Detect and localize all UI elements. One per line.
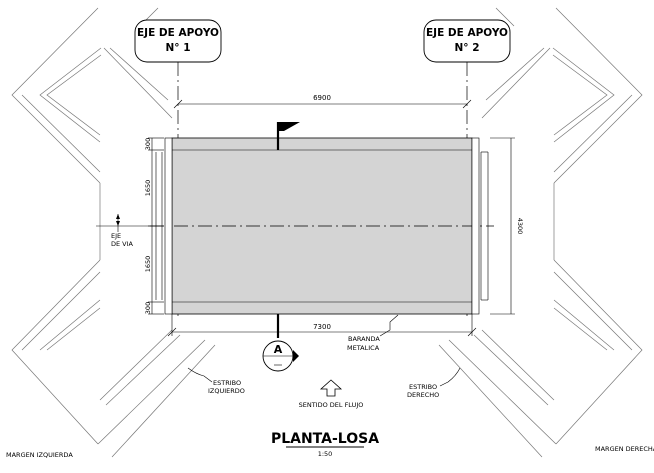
support-axis-1-label: EJE DE APOYO: [137, 27, 219, 39]
flow-direction: SENTIDO DEL FLUJO: [299, 379, 364, 409]
left-abutment-callout: ESTRIBO IZQUIERDO: [187, 367, 245, 395]
road-axis-label-2: DE VIA: [111, 240, 134, 248]
bottom-span-value: 7300: [313, 323, 331, 331]
right-abutment-label-2: DERECHO: [407, 391, 439, 399]
support-axis-1-number: N° 1: [166, 42, 191, 54]
right-dimension: 4300: [490, 137, 524, 315]
left-dim-3: 1650: [144, 256, 152, 273]
top-dimension: 6900: [173, 94, 472, 109]
drawing-title: PLANTA-LOSA 1:50: [271, 431, 379, 458]
left-abutment-label-1: ESTRIBO: [213, 379, 241, 387]
support-axis-2-label: EJE DE APOYO: [426, 27, 508, 39]
section-cut-a: A: [262, 314, 299, 372]
left-abutment-wings: [11, 7, 216, 458]
title-scale: 1:50: [318, 450, 333, 458]
support-axis-2-number: N° 2: [455, 42, 480, 54]
railing-label-2: METALICA: [347, 344, 380, 352]
flow-label: SENTIDO DEL FLUJO: [299, 401, 364, 409]
road-axis-marker: EJE DE VIA: [96, 214, 150, 248]
right-abutment-label-1: ESTRIBO: [409, 383, 437, 391]
section-label: A: [274, 343, 283, 356]
right-abutment-wings: [438, 7, 643, 458]
slab: [150, 137, 494, 315]
bank-left-label: MARGEN IZQUIERDA: [6, 451, 73, 459]
railing-label-1: BARANDA: [348, 335, 380, 343]
road-axis-label-1: EJE: [111, 232, 121, 240]
right-abutment-callout: ESTRIBO DERECHO: [407, 367, 461, 399]
left-dim-2: 1650: [144, 180, 152, 197]
left-dim-4: 300: [144, 302, 152, 314]
railing-callout: BARANDA METALICA: [347, 314, 399, 352]
top-span-value: 6900: [313, 94, 331, 102]
title-main: PLANTA-LOSA: [271, 431, 379, 447]
left-dimension-chain: 300 1650 1650 300: [144, 137, 164, 315]
bank-right-label: MARGEN DERECHA: [595, 445, 654, 453]
bottom-dimension: 7300: [167, 314, 477, 337]
flag-icon: [276, 122, 300, 150]
right-width-value: 4300: [516, 218, 524, 235]
flow-arrow-icon: [319, 379, 343, 397]
left-dim-1: 300: [144, 138, 152, 150]
left-abutment-label-2: IZQUIERDO: [208, 387, 245, 395]
